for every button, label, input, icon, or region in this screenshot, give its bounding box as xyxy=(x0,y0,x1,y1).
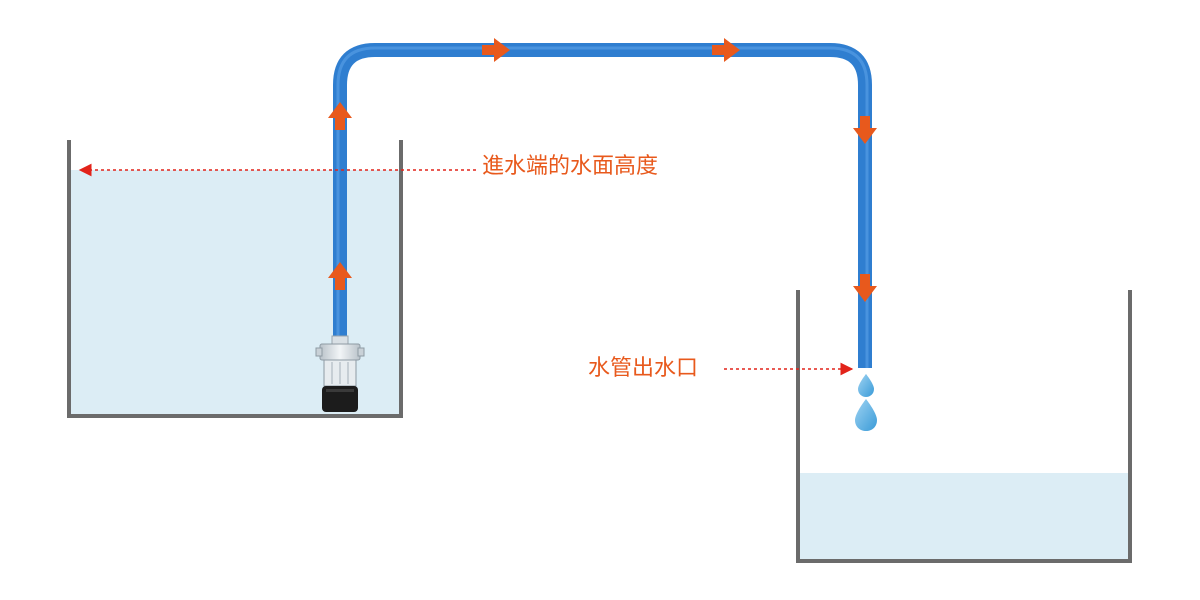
annotation-pointers xyxy=(78,163,854,376)
inlet-water-level-label: 進水端的水面高度 xyxy=(482,154,659,179)
flow-direction-arrow-icon xyxy=(853,274,877,302)
flow-direction-arrow-icon xyxy=(853,116,877,144)
submersible-pump-icon xyxy=(315,335,365,412)
hose-highlight xyxy=(336,46,869,368)
water-droplet-icon xyxy=(855,399,877,431)
flow-direction-arrow-icon xyxy=(712,38,740,62)
flow-direction-arrow-icon xyxy=(482,38,510,62)
source-tank-wall xyxy=(67,140,403,418)
flow-arrows xyxy=(328,38,877,302)
destination-tank xyxy=(796,290,1132,563)
destination-tank-wall xyxy=(796,290,1132,563)
water-droplet-icon xyxy=(858,374,874,397)
hose-tube xyxy=(333,43,872,368)
water-droplets xyxy=(855,374,877,431)
hose-outlet-label: 水管出水口 xyxy=(588,356,699,381)
flow-direction-arrow-icon xyxy=(328,102,352,130)
destination-tank-water xyxy=(800,473,1128,560)
flow-direction-arrow-icon xyxy=(328,262,352,290)
siphon-hose xyxy=(333,43,872,368)
